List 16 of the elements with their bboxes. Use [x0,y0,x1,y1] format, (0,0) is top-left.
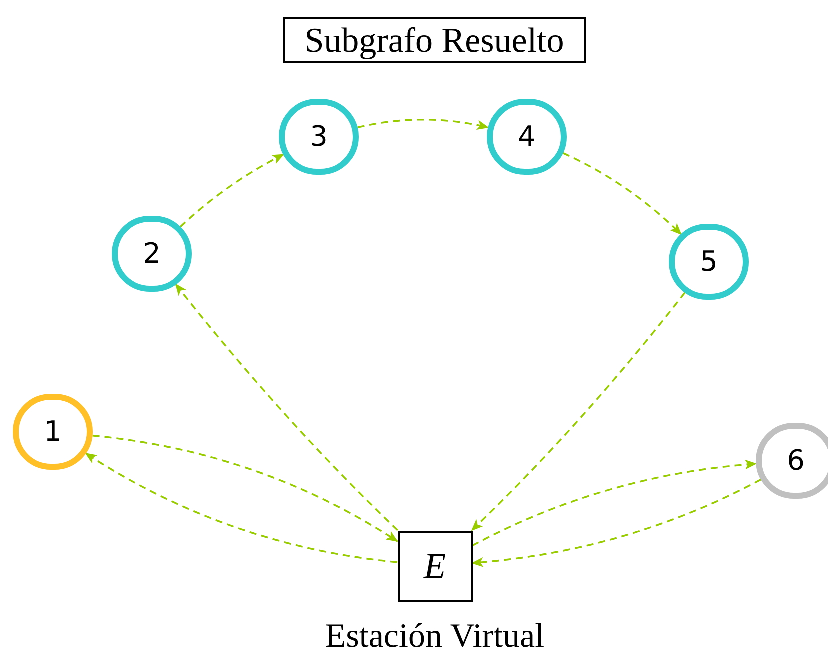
title-box: Subgrafo Resuelto [283,17,586,63]
node-label: E [424,548,446,584]
arrow [471,292,686,532]
node-label: 6 [787,447,805,475]
node-label: 2 [143,240,161,268]
node-label: 5 [700,248,718,276]
arrow [472,460,758,547]
node-label: 3 [310,123,328,151]
arrow [358,118,490,130]
arrow [175,284,398,532]
station-box [398,530,472,602]
arrow [92,434,398,542]
node-caption: Estación Virtual [324,620,546,654]
node-label: 4 [518,123,536,151]
arrow [85,452,398,564]
node-label: 1 [44,418,62,446]
